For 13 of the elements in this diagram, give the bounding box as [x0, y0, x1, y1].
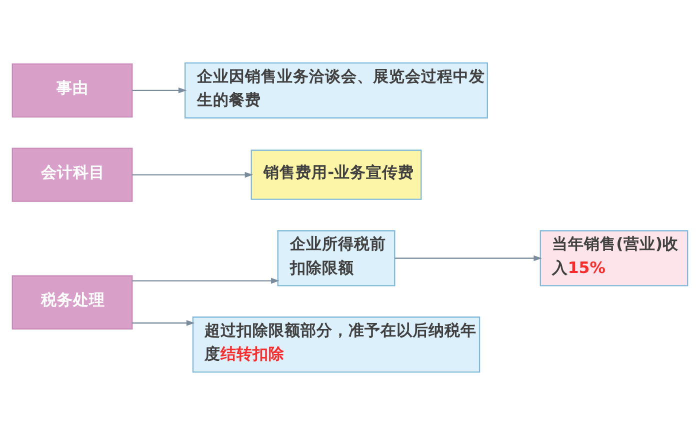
arrow	[132, 320, 195, 326]
arrow	[394, 255, 542, 262]
node-box: 事由	[12, 63, 133, 118]
arrow	[132, 278, 280, 284]
arrow	[132, 172, 254, 178]
node-box: 税务处理	[12, 275, 133, 330]
node-box: 当年销售(营业)收入15%	[540, 230, 688, 286]
node-box: 销售费用-业务宣传费	[250, 150, 422, 200]
node-box: 企业所得税前扣除限额	[277, 230, 396, 286]
node-box: 会计科目	[12, 148, 133, 202]
arrow	[132, 88, 187, 94]
node-box: 超过扣除限额部分，准予在以后纳税年度结转扣除	[192, 316, 480, 373]
node-box: 企业因销售业务洽谈会、展览会过程中发生的餐费	[184, 62, 488, 118]
